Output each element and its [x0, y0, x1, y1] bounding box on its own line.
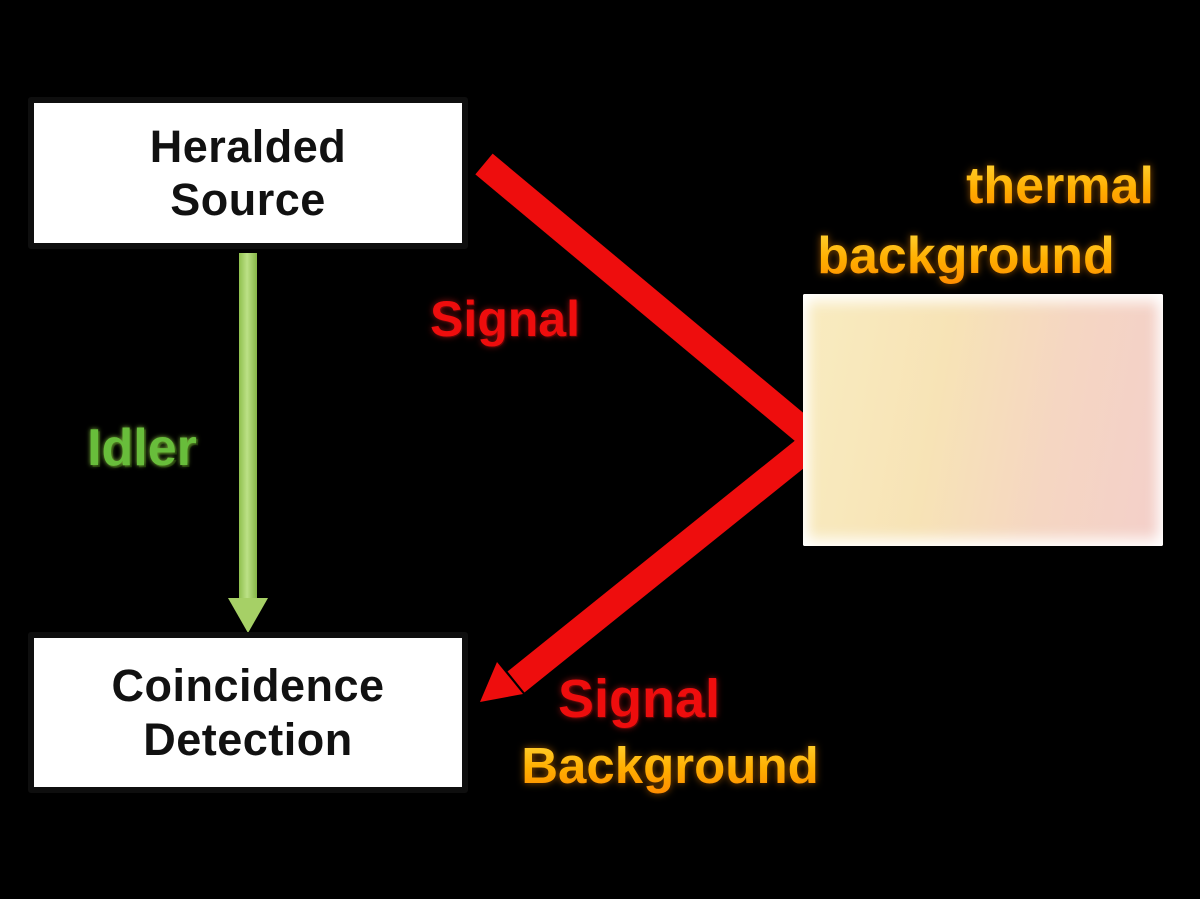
heralded-source-line1: Heralded [149, 120, 347, 172]
target-panel [803, 294, 1163, 546]
coincidence-detection-line1: Coincidence [111, 660, 385, 712]
heralded-source-line2: Source [170, 174, 326, 225]
idler-arrowhead [228, 598, 268, 633]
coincidence-detection-line2: Detection [143, 713, 353, 765]
thermal-background-label-line1: thermal [948, 156, 1172, 216]
heralded-source-box: Heralded Source [28, 97, 468, 249]
signal-arrowhead-detector [480, 662, 523, 702]
signal-beam-path [475, 153, 838, 693]
idler-arrow-shaft [239, 253, 257, 603]
thermal-background-label-line2: background [800, 226, 1132, 286]
idler-label: Idler [87, 419, 197, 477]
coincidence-detection-box: Coincidence Detection [28, 632, 468, 793]
signal-out-label: Signal [429, 291, 581, 347]
chevron-beam-icon [475, 153, 838, 702]
signal-return-label: Signal [557, 669, 721, 729]
background-return-label: Background [505, 736, 835, 795]
down-arrow-icon [228, 253, 268, 633]
